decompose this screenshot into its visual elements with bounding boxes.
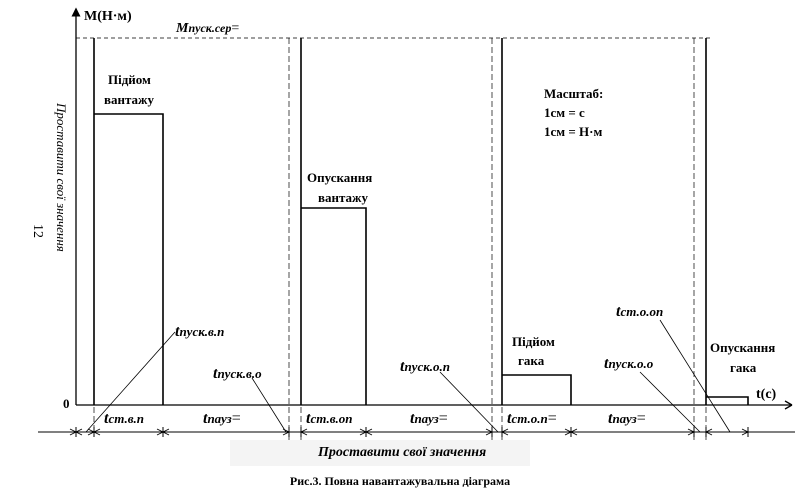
phase-lower-load-1: Опускання	[307, 170, 372, 185]
interval-pause-1: tпауз=	[203, 410, 241, 427]
t-start-lift-load: tпуск.в.п	[175, 323, 224, 340]
scale-title: Масштаб:	[544, 86, 603, 101]
bottom-note-box	[230, 440, 530, 466]
interval-steady-lift-load: tст.в.п	[104, 410, 144, 427]
y-axis-label: M(Н·м)	[84, 9, 132, 24]
x-axis-arrow	[784, 404, 793, 410]
phase-lift-hook-2: гака	[518, 353, 545, 368]
x-axis-arrow	[784, 400, 793, 406]
phase-lower-load-2: вантажу	[318, 190, 368, 205]
t-steady-lower-hook: tст.о.оп	[616, 303, 663, 320]
phase-lower-hook-2: гака	[730, 360, 757, 375]
start-torque-label: Mпуск.сер=	[175, 21, 239, 36]
interval-pause-3: tпауз=	[608, 410, 646, 427]
side-note: Проставити свої значення	[54, 102, 69, 252]
dimension-arrows	[69, 428, 750, 436]
t-start-lift-hook: tпуск.о.п	[400, 358, 450, 375]
page-number: 12	[30, 224, 45, 238]
interval-pause-2: tпауз=	[410, 410, 448, 427]
leader-lines	[85, 319, 731, 433]
zero-label: 0	[63, 396, 70, 411]
phase-lower-hook-1: Опускання	[710, 340, 775, 355]
figure-caption: Рис.3. Повна навантажувальна діаграма	[290, 474, 510, 488]
phase-dividers	[93, 38, 707, 440]
bottom-note: Проставити свої значення	[317, 445, 486, 460]
interval-steady-lower-load: tст.в.оп	[306, 410, 353, 427]
t-start-lower-hook: tпуск.о.о	[604, 355, 654, 372]
scale-line-2: 1см = Н·м	[544, 124, 602, 139]
scale-line-1: 1см = с	[544, 105, 585, 120]
interval-steady-lift-hook: tст.о.п=	[507, 410, 557, 427]
phase-lift-load-2: вантажу	[104, 92, 154, 107]
t-start-lower-load: tпуск.в.о	[213, 365, 262, 382]
x-axis-label: t(c)	[756, 387, 777, 402]
phase-lift-load-1: Підйом	[108, 72, 151, 87]
load-curve	[93, 38, 749, 405]
phase-lift-hook-1: Підйом	[512, 334, 555, 349]
